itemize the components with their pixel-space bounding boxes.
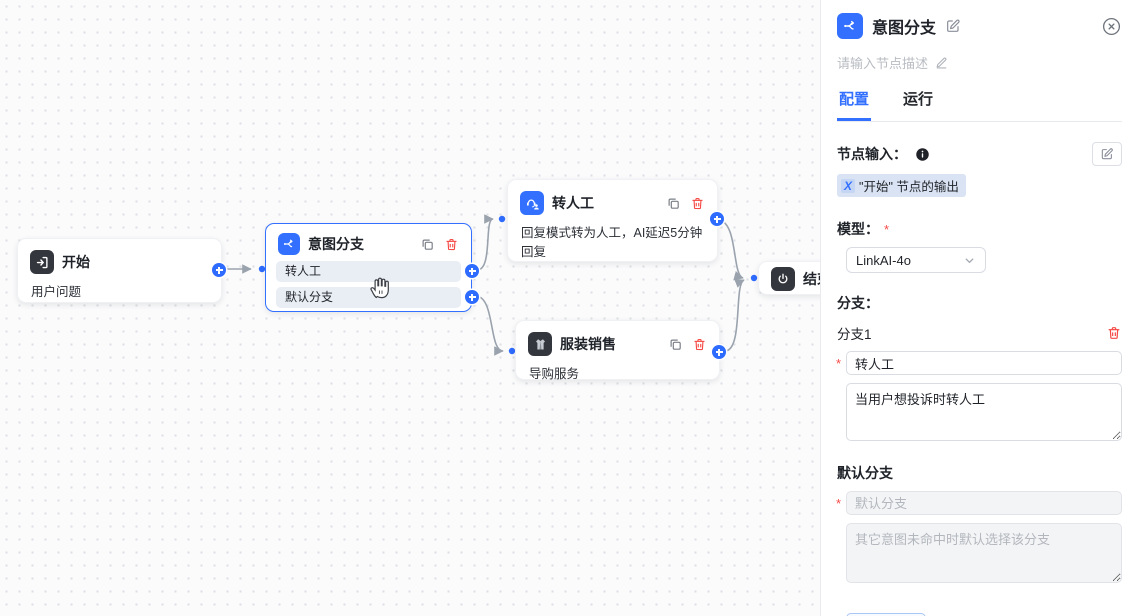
node-config-panel: 意图分支 请输入节点描述 配置 运行 节点输入： bbox=[820, 0, 1138, 616]
info-icon bbox=[915, 147, 930, 162]
node-clothing-sales-desc: 导购服务 bbox=[529, 367, 580, 381]
flow-canvas[interactable]: 开始 用户问题 意图分支 bbox=[0, 0, 820, 616]
clothing-sales-output-handle[interactable] bbox=[712, 345, 726, 359]
delete-node-icon[interactable] bbox=[444, 237, 459, 252]
branch1-name-input[interactable] bbox=[846, 351, 1122, 375]
node-description-placeholder[interactable]: 请输入节点描述 bbox=[837, 53, 1122, 72]
required-marker: * bbox=[836, 356, 842, 371]
node-intent-branch[interactable]: 意图分支 转人工 默认分支 bbox=[265, 223, 479, 312]
node-input-variable-tag[interactable]: X "开始" 节点的输出 bbox=[837, 174, 966, 197]
required-marker: * bbox=[884, 221, 890, 237]
tab-config[interactable]: 配置 bbox=[837, 88, 872, 121]
required-marker: * bbox=[836, 496, 842, 511]
delete-branch-icon[interactable] bbox=[1106, 325, 1122, 341]
node-clothing-sales-title: 服装销售 bbox=[560, 336, 616, 352]
panel-title: 意图分支 bbox=[872, 20, 937, 37]
panel-tabs: 配置 运行 bbox=[837, 88, 1122, 122]
node-start[interactable]: 开始 用户问题 bbox=[17, 238, 226, 303]
intent-branch1-output-handle[interactable] bbox=[465, 264, 479, 278]
model-select[interactable]: LinkAI-4o bbox=[846, 247, 986, 273]
variable-tag-text: "开始" 节点的输出 bbox=[859, 180, 959, 194]
copy-node-icon[interactable] bbox=[668, 337, 683, 352]
default-branch-label: 默认分支 bbox=[837, 465, 893, 481]
hand-cursor-icon bbox=[369, 274, 393, 300]
intent-default-output-handle[interactable] bbox=[465, 290, 479, 304]
branches-section-label: 分支： bbox=[837, 295, 879, 311]
transfer-human-icon bbox=[520, 191, 544, 215]
copy-node-icon[interactable] bbox=[420, 237, 435, 252]
intent-branch-icon bbox=[837, 13, 863, 39]
config-form: 节点输入： X "开始" 节点的输出 模型： * LinkAI-4o bbox=[836, 122, 1122, 616]
branch1-desc-textarea[interactable]: 当用户想投诉时转人工 bbox=[846, 383, 1122, 441]
intent-branch-icon bbox=[278, 233, 300, 255]
default-branch-desc-textarea bbox=[846, 523, 1122, 583]
rename-node-icon[interactable] bbox=[945, 18, 961, 34]
branch1-label: 分支1 bbox=[837, 327, 872, 342]
model-label: 模型： bbox=[837, 221, 879, 237]
node-start-title: 开始 bbox=[62, 254, 90, 270]
close-panel-icon[interactable] bbox=[1101, 16, 1122, 37]
end-icon bbox=[771, 267, 795, 291]
start-output-handle[interactable] bbox=[212, 263, 226, 277]
variable-x-icon: X bbox=[841, 178, 856, 193]
node-start-desc: 用户问题 bbox=[31, 285, 82, 299]
panel-header: 意图分支 bbox=[837, 0, 1122, 39]
node-clothing-sales[interactable]: 服装销售 导购服务 bbox=[515, 320, 726, 381]
node-end[interactable]: 结束 bbox=[758, 261, 820, 295]
model-select-value: LinkAI-4o bbox=[856, 252, 911, 268]
copy-node-icon[interactable] bbox=[666, 196, 681, 211]
node-transfer-human-title: 转人工 bbox=[552, 195, 594, 211]
intent-branch-row-1[interactable]: 转人工 bbox=[276, 261, 461, 282]
default-branch-name-input bbox=[846, 491, 1122, 515]
start-icon bbox=[30, 250, 54, 274]
node-transfer-human-desc: 回复模式转为人工，AI延迟5分钟回复 bbox=[521, 226, 703, 260]
tab-run[interactable]: 运行 bbox=[903, 91, 934, 108]
node-end-title: 结束 bbox=[803, 271, 820, 287]
edit-node-input-button[interactable] bbox=[1092, 142, 1122, 166]
node-transfer-human[interactable]: 转人工 回复模式转为人工，AI延迟5分钟回复 bbox=[507, 179, 724, 262]
node-intent-title: 意图分支 bbox=[308, 236, 364, 252]
delete-node-icon[interactable] bbox=[690, 196, 705, 211]
intent-branch-row-2[interactable]: 默认分支 bbox=[276, 287, 461, 308]
edit-description-icon[interactable] bbox=[935, 56, 948, 69]
node-input-label: 节点输入： bbox=[837, 146, 907, 162]
clothing-sales-icon bbox=[528, 332, 552, 356]
delete-node-icon[interactable] bbox=[692, 337, 707, 352]
transfer-human-output-handle[interactable] bbox=[710, 212, 724, 226]
chevron-down-icon bbox=[965, 257, 974, 263]
